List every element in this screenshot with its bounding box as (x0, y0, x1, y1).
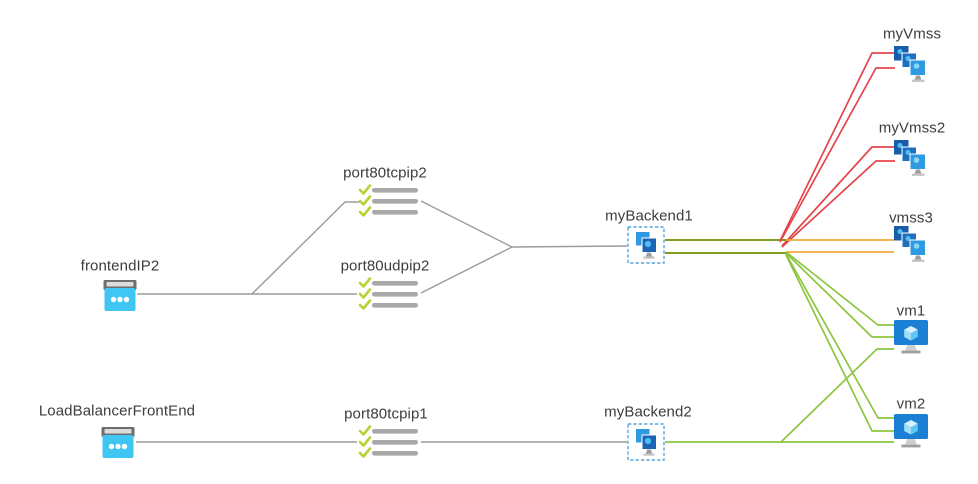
backend-pool-icon[interactable] (627, 423, 665, 461)
vm-icon[interactable] (893, 319, 929, 361)
edge-myBackend1-vm2 (785, 254, 894, 432)
node-label-myVmss2: myVmss2 (878, 119, 946, 137)
edge-myBackend1-myVmss (779, 67, 895, 243)
edge-myBackend1-myVmss2 (781, 160, 895, 248)
vmss-icon[interactable] (892, 225, 930, 265)
backend-pool-icon[interactable] (627, 226, 665, 264)
node-label-vmss3: vmss3 (889, 209, 933, 227)
node-label-myVmss: myVmss (882, 25, 942, 43)
node-label-port80tcpip1: port80tcpip1 (344, 405, 428, 423)
edge-myBackend1-vm1 (785, 251, 894, 326)
vmss-icon[interactable] (892, 45, 930, 85)
edge-port80udpip2-merge1 (420, 246, 513, 294)
edge-myBackend1-myVmss (779, 52, 895, 242)
node-label-port80udpip2: port80udpip2 (340, 257, 430, 275)
vm-icon[interactable] (893, 413, 929, 455)
node-label-LoadBalancerFrontEnd: LoadBalancerFrontEnd (38, 402, 196, 420)
edge-myBackend1-vm2 (785, 253, 894, 419)
node-label-myBackend2: myBackend2 (604, 403, 692, 421)
lb-rule-icon[interactable] (357, 184, 421, 218)
edge-merge1-myBackend1 (511, 245, 628, 248)
edge-myBackend1-myVmss2 (781, 146, 895, 247)
edge-port80tcpip2-merge1 (420, 200, 513, 248)
edge-frontendIP2-port80tcpip2 (251, 201, 360, 295)
node-label-vm1: vm1 (896, 302, 926, 320)
node-label-port80tcpip2: port80tcpip2 (343, 164, 427, 182)
lb-rule-icon[interactable] (357, 277, 421, 311)
vmss-icon[interactable] (892, 139, 930, 179)
node-label-vm2: vm2 (896, 395, 926, 413)
node-label-frontendIP2: frontendIP2 (80, 257, 160, 275)
frontend-ip-icon[interactable] (100, 427, 136, 458)
edge-myBackend2-vm1 (780, 348, 894, 443)
edge-myBackend1-vm1 (785, 252, 894, 338)
node-label-myBackend1: myBackend1 (605, 207, 693, 225)
frontend-ip-icon[interactable] (102, 280, 138, 311)
lb-rule-icon[interactable] (357, 425, 421, 459)
